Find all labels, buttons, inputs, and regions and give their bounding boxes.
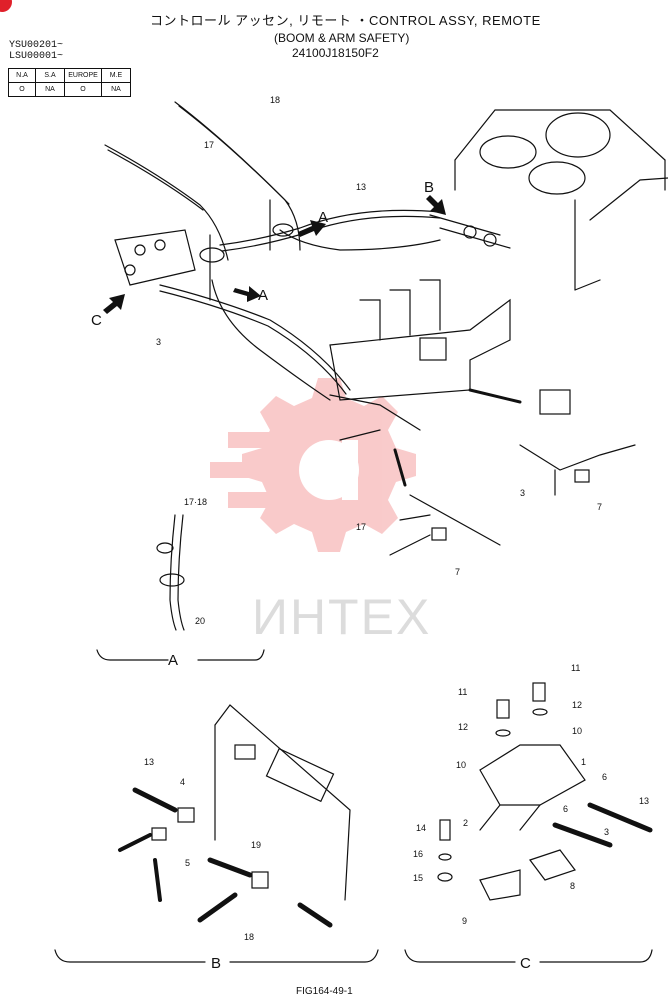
callout-c-1: 1: [581, 757, 586, 767]
callout-arrow-a2: A: [258, 287, 268, 304]
callout-13: 13: [356, 182, 366, 192]
market-table-header-row: N.A S.A EUROPE M.E: [8, 68, 131, 83]
detail-a-frame: [96, 649, 265, 661]
leader-arrow-2: [393, 448, 407, 487]
machine-round-cover-3: [528, 161, 586, 195]
detail-a-hose-1: [169, 514, 177, 631]
callout-b-13: 13: [144, 757, 154, 767]
callout-c-3: 3: [604, 827, 609, 837]
callout-d7a: 7: [597, 502, 602, 512]
detail-b-hose-18: [197, 892, 238, 923]
callout-c-11b: 11: [458, 687, 467, 697]
corner-mark: [0, 0, 12, 12]
detail-c-bracket-1: [479, 744, 586, 806]
fittings-b: [429, 214, 511, 249]
hose-18: [174, 101, 301, 251]
detail-label-a: A: [168, 652, 178, 669]
callout-c-15: 15: [413, 873, 423, 883]
title-subtitle: (BOOM & ARM SAFETY): [274, 31, 410, 45]
callout-c-6b: 6: [563, 804, 568, 814]
hose-17: [104, 144, 229, 261]
figure-id: FIG164-49-1: [296, 986, 353, 997]
machine-round-cover-1: [479, 135, 537, 169]
detail-b-fitting-19: [251, 871, 269, 889]
callout-arrow-c: C: [91, 312, 102, 329]
callout-arrow-a1: A: [318, 209, 328, 226]
detail-b-machine-outline: [214, 704, 351, 901]
serial-range-1: YSU00201~: [9, 40, 64, 51]
hose-clamp-a2: [272, 223, 294, 237]
arrow-b: [426, 195, 446, 215]
market-table: N.A S.A EUROPE M.E O NA O NA: [8, 68, 131, 97]
leader-arrow-1: [468, 388, 522, 404]
detail-a-clamp-band: [159, 573, 185, 587]
solenoid-valve: [419, 337, 447, 361]
callout-c-9: 9: [462, 916, 467, 926]
callout-c-16: 16: [413, 849, 423, 859]
callout-c-12b: 12: [458, 722, 468, 732]
part-number: 24100J18150F2: [292, 46, 379, 60]
detail-c-bolt-14: [439, 819, 451, 841]
pilot-valve-fittings: [114, 229, 196, 286]
callout-17: 17: [204, 140, 214, 150]
callout-a-17-18: 17·18: [184, 497, 207, 507]
machine-round-cover-2: [545, 112, 611, 158]
hose-clamp-a1: [199, 247, 225, 263]
fitting-detail-center: [329, 394, 421, 431]
callout-c-10b: 10: [456, 760, 466, 770]
callout-c-12a: 12: [572, 700, 582, 710]
hose-detail-center: [409, 494, 501, 546]
callout-c-14: 14: [416, 823, 426, 833]
arrow-c: [103, 294, 125, 314]
market-value-europe: O: [64, 82, 102, 97]
callout-c-8: 8: [570, 881, 575, 891]
detail-b-fitting-4: [177, 807, 195, 823]
hose-detail-right: [519, 444, 636, 471]
callout-c-6a: 6: [602, 772, 607, 782]
callout-b-4: 4: [180, 777, 185, 787]
callout-b-19: 19: [251, 840, 261, 850]
detail-c-clamp-8: [529, 849, 576, 881]
callout-c-10a: 10: [572, 726, 582, 736]
watermark-gear-logo: [210, 378, 416, 552]
callout-18: 18: [270, 95, 280, 105]
callout-3: 3: [156, 337, 161, 347]
detail-b-hose-13: [132, 787, 178, 813]
callout-arrow-b: B: [424, 179, 434, 196]
title-japanese-english: コントロール アッセン, リモート ・CONTROL ASSY, REMOTE: [150, 13, 541, 28]
machine-body-top: [454, 109, 666, 161]
callout-c-11a: 11: [571, 663, 580, 673]
watermark-text: ИНТЕХ: [252, 589, 432, 645]
market-table-value-row: O NA O NA: [8, 82, 131, 97]
detail-a-clamp-plate: [156, 542, 174, 554]
detail-b-frame: [54, 949, 379, 963]
detail-c-clamp-9: [479, 869, 521, 901]
callout-b-5: 5: [185, 858, 190, 868]
arrow-a2: [233, 286, 261, 302]
callout-d3: 3: [520, 488, 525, 498]
callout-c-13: 13: [639, 796, 649, 806]
detail-c-bolt-11a: [532, 682, 546, 702]
hose-13: [219, 209, 441, 246]
callout-d17: 17: [356, 522, 366, 532]
detail-label-c: C: [520, 955, 531, 972]
hose-3: [159, 284, 351, 391]
serial-range-2: LSU00001~: [9, 51, 64, 62]
detail-b-fitting-5: [151, 827, 167, 841]
solenoid-detail: [539, 389, 571, 415]
arrow-a1: [298, 220, 326, 237]
detail-c-frame: [404, 949, 653, 963]
detail-c-bolt-11b: [496, 699, 510, 719]
callout-c-2: 2: [463, 818, 468, 828]
callout-a-20: 20: [195, 616, 205, 626]
market-value-me: NA: [101, 82, 131, 97]
detail-label-b: B: [211, 955, 221, 972]
callout-d7b: 7: [455, 567, 460, 577]
callout-b-18: 18: [244, 932, 254, 942]
control-valve-block: [329, 298, 511, 401]
